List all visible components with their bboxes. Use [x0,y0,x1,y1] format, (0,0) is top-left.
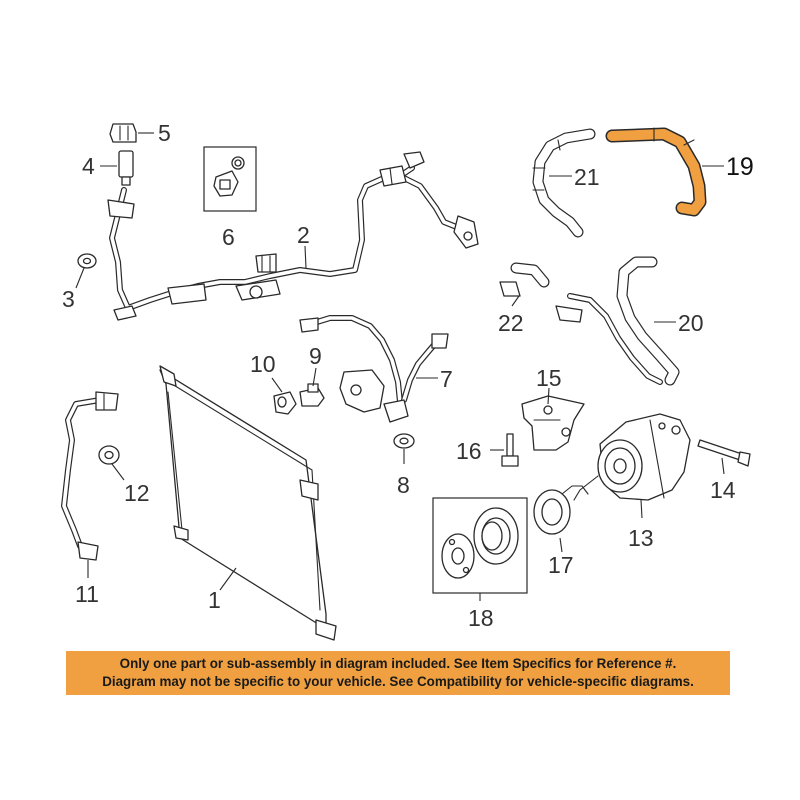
part-12-washer [98,445,120,465]
callout-18: 18 [468,605,494,631]
leader-10 [271,377,283,393]
part-7-line [299,315,449,423]
part-18-pulley [441,507,519,579]
callout-5: 5 [158,120,171,146]
part-14-bolt [697,439,751,467]
part-11-line [61,391,119,561]
part-5-cap [109,123,137,143]
part-15-bracket [521,395,585,451]
callout-7: 7 [440,366,453,392]
callout-20: 20 [678,310,704,336]
callout-12: 12 [124,480,150,506]
leader-1 [219,567,237,591]
callout-3: 3 [62,286,75,312]
part-4-switch [118,150,134,186]
leader-2 [304,245,307,269]
leader-14 [721,457,725,475]
part-22-hose [499,262,550,297]
part-16-bolt [501,433,519,467]
leader-3 [75,267,85,289]
callout-14: 14 [710,477,736,503]
part-1-condenser [159,365,337,641]
callout-15: 15 [536,365,562,391]
part-17-coil [533,485,589,535]
leader-9 [312,367,317,387]
callout-2: 2 [297,222,310,248]
part-3-washer [77,253,97,269]
leader-13 [640,499,643,519]
callout-22: 22 [498,310,524,336]
notice-line-2: Diagram may not be specific to your vehi… [102,674,694,689]
leader-17 [559,537,563,553]
callout-13: 13 [628,525,654,551]
leader-22 [511,295,520,307]
callout-16: 16 [456,438,482,464]
part-8-washer [393,433,415,449]
part-10-fitting [273,391,297,415]
callout-1: 1 [208,587,221,613]
callout-17: 17 [548,552,574,578]
callout-21: 21 [574,164,600,190]
callout-10: 10 [250,351,276,377]
part-19-fill [607,129,705,215]
callout-9: 9 [309,343,322,369]
callout-19: 19 [726,153,754,181]
notice-banner: Only one part or sub-assembly in diagram… [66,651,730,695]
callout-6: 6 [222,224,235,250]
part-2-line-assembly [107,151,479,321]
notice-line-1: Only one part or sub-assembly in diagram… [119,656,677,671]
part-20-hose [555,256,680,386]
part-6-valve [213,156,245,197]
notice-background [66,651,730,695]
part-13-compressor [573,413,691,501]
callout-11: 11 [75,581,99,607]
leader-15 [547,387,550,405]
callout-8: 8 [397,472,410,498]
part-9-valve [299,383,325,407]
part-19-hose-highlighted [605,127,707,217]
leader-12 [111,463,125,481]
part-21-hose [532,128,596,238]
callout-4: 4 [82,153,95,179]
